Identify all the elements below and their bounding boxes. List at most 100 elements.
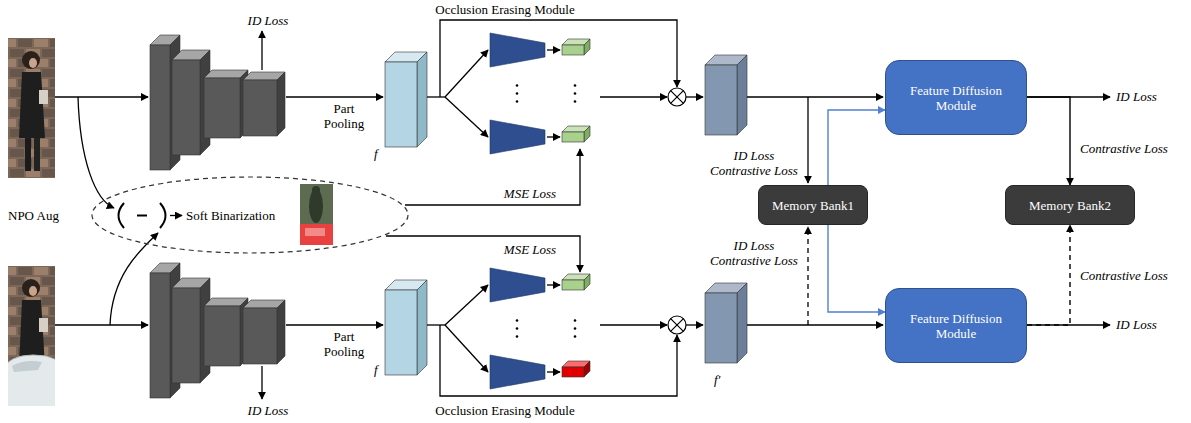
backbone-block xyxy=(243,300,285,364)
ellipsis-dot xyxy=(516,84,519,87)
person-leg xyxy=(34,133,40,171)
encoder-trapezoid xyxy=(490,33,545,67)
person-hair xyxy=(22,51,40,69)
occluded-part-feature xyxy=(562,361,590,377)
augmentation-ellipse: Soft Binarization xyxy=(90,175,410,255)
ellipsis-dot xyxy=(574,335,577,338)
multiply-symbol xyxy=(668,316,686,334)
ellipsis-dot xyxy=(516,100,519,103)
brick xyxy=(8,159,16,167)
loss-label: ID Loss xyxy=(248,13,289,28)
brick xyxy=(18,39,32,47)
flow-arrow xyxy=(445,285,488,325)
brick xyxy=(18,267,32,275)
augment-curve xyxy=(110,233,158,325)
block-front xyxy=(562,45,584,55)
brick xyxy=(42,69,55,77)
block-front xyxy=(150,273,170,398)
encoder-trapezoid xyxy=(490,268,545,302)
person-bag xyxy=(39,318,48,332)
flow-arrow xyxy=(600,96,667,97)
block-side xyxy=(417,280,427,375)
memory-bank-box: Memory Bank1 xyxy=(758,185,868,225)
brick xyxy=(50,307,55,315)
brick xyxy=(42,277,55,285)
loss-label: MSE Loss xyxy=(504,186,556,201)
ellipse-border xyxy=(92,177,408,253)
part-feature xyxy=(562,126,590,142)
multiply-symbol xyxy=(671,91,684,104)
subtraction-minus xyxy=(137,215,147,217)
bank-label: Memory Bank2 xyxy=(1029,198,1111,213)
ellipsis-dot xyxy=(574,84,577,87)
brick xyxy=(34,39,48,47)
flow-arrow xyxy=(547,284,560,285)
module-caption: Occlusion Erasing Module xyxy=(435,2,574,17)
brick xyxy=(8,59,16,67)
brick xyxy=(8,327,16,335)
ellipsis-dot xyxy=(516,92,519,95)
ellipsis-dot xyxy=(574,92,577,95)
module-label: Feature Diffusion Module xyxy=(896,83,1016,113)
connector xyxy=(1027,225,1070,325)
flow-arrow xyxy=(807,227,808,325)
brick xyxy=(42,109,55,117)
operation-label: Part Pooling xyxy=(318,329,370,359)
diffusion-module-box: Feature Diffusion Module xyxy=(885,60,1027,135)
feature-symbol: f xyxy=(374,362,378,377)
block-front xyxy=(562,132,584,142)
block-front xyxy=(385,290,417,375)
subtraction-bracket xyxy=(160,203,166,228)
brick xyxy=(8,39,16,47)
pedestrian-image xyxy=(8,266,55,406)
block-side xyxy=(277,300,285,364)
block-front xyxy=(172,60,200,155)
block-front xyxy=(562,367,584,377)
flow-arrow xyxy=(547,371,560,372)
flow-arrow xyxy=(440,325,677,396)
ellipsis-dot xyxy=(516,319,519,322)
bank-label: Memory Bank1 xyxy=(772,198,854,213)
block-front xyxy=(243,308,277,364)
multiply-symbol xyxy=(668,88,686,106)
flow-arrow xyxy=(170,215,182,216)
edge-label: Contrastive Loss xyxy=(1078,268,1170,283)
flow-arrow xyxy=(445,325,488,372)
encoder-trapezoid xyxy=(490,355,545,389)
flow-arrow xyxy=(261,31,262,70)
brick xyxy=(50,59,55,67)
augmentation-label: NPO Aug xyxy=(8,208,59,223)
loss-label: ID Loss Contrastive Loss xyxy=(705,148,803,178)
backbone-block xyxy=(204,70,248,138)
flow-arrow xyxy=(286,96,383,97)
mask-body xyxy=(300,184,333,224)
flow-arrow xyxy=(686,324,703,325)
diffusion-module-box: Feature Diffusion Module xyxy=(885,288,1027,363)
flow-arrow xyxy=(261,366,262,399)
car-occluder xyxy=(8,355,55,406)
brick xyxy=(34,267,48,275)
brick xyxy=(42,297,55,305)
erased-feature-map xyxy=(705,55,747,135)
flow-arrow xyxy=(55,324,148,325)
brick xyxy=(50,159,55,167)
brick xyxy=(10,277,24,285)
flow-arrow xyxy=(600,324,667,325)
feature-map xyxy=(385,280,427,375)
loss-label: MSE Loss xyxy=(504,242,556,257)
block-front xyxy=(204,78,240,138)
flow-arrow xyxy=(445,97,488,137)
ellipsis-dot xyxy=(574,100,577,103)
block-side xyxy=(584,126,590,142)
process-label: Soft Binarization xyxy=(186,208,275,223)
ellipsis-dot xyxy=(516,327,519,330)
backbone-block xyxy=(243,72,285,136)
brick xyxy=(8,99,16,107)
brick xyxy=(50,287,55,295)
connector xyxy=(828,110,885,185)
block-side xyxy=(277,72,285,136)
flow-arrow xyxy=(807,97,808,183)
encoder-trapezoid xyxy=(490,120,545,154)
augment-curve xyxy=(78,97,114,208)
